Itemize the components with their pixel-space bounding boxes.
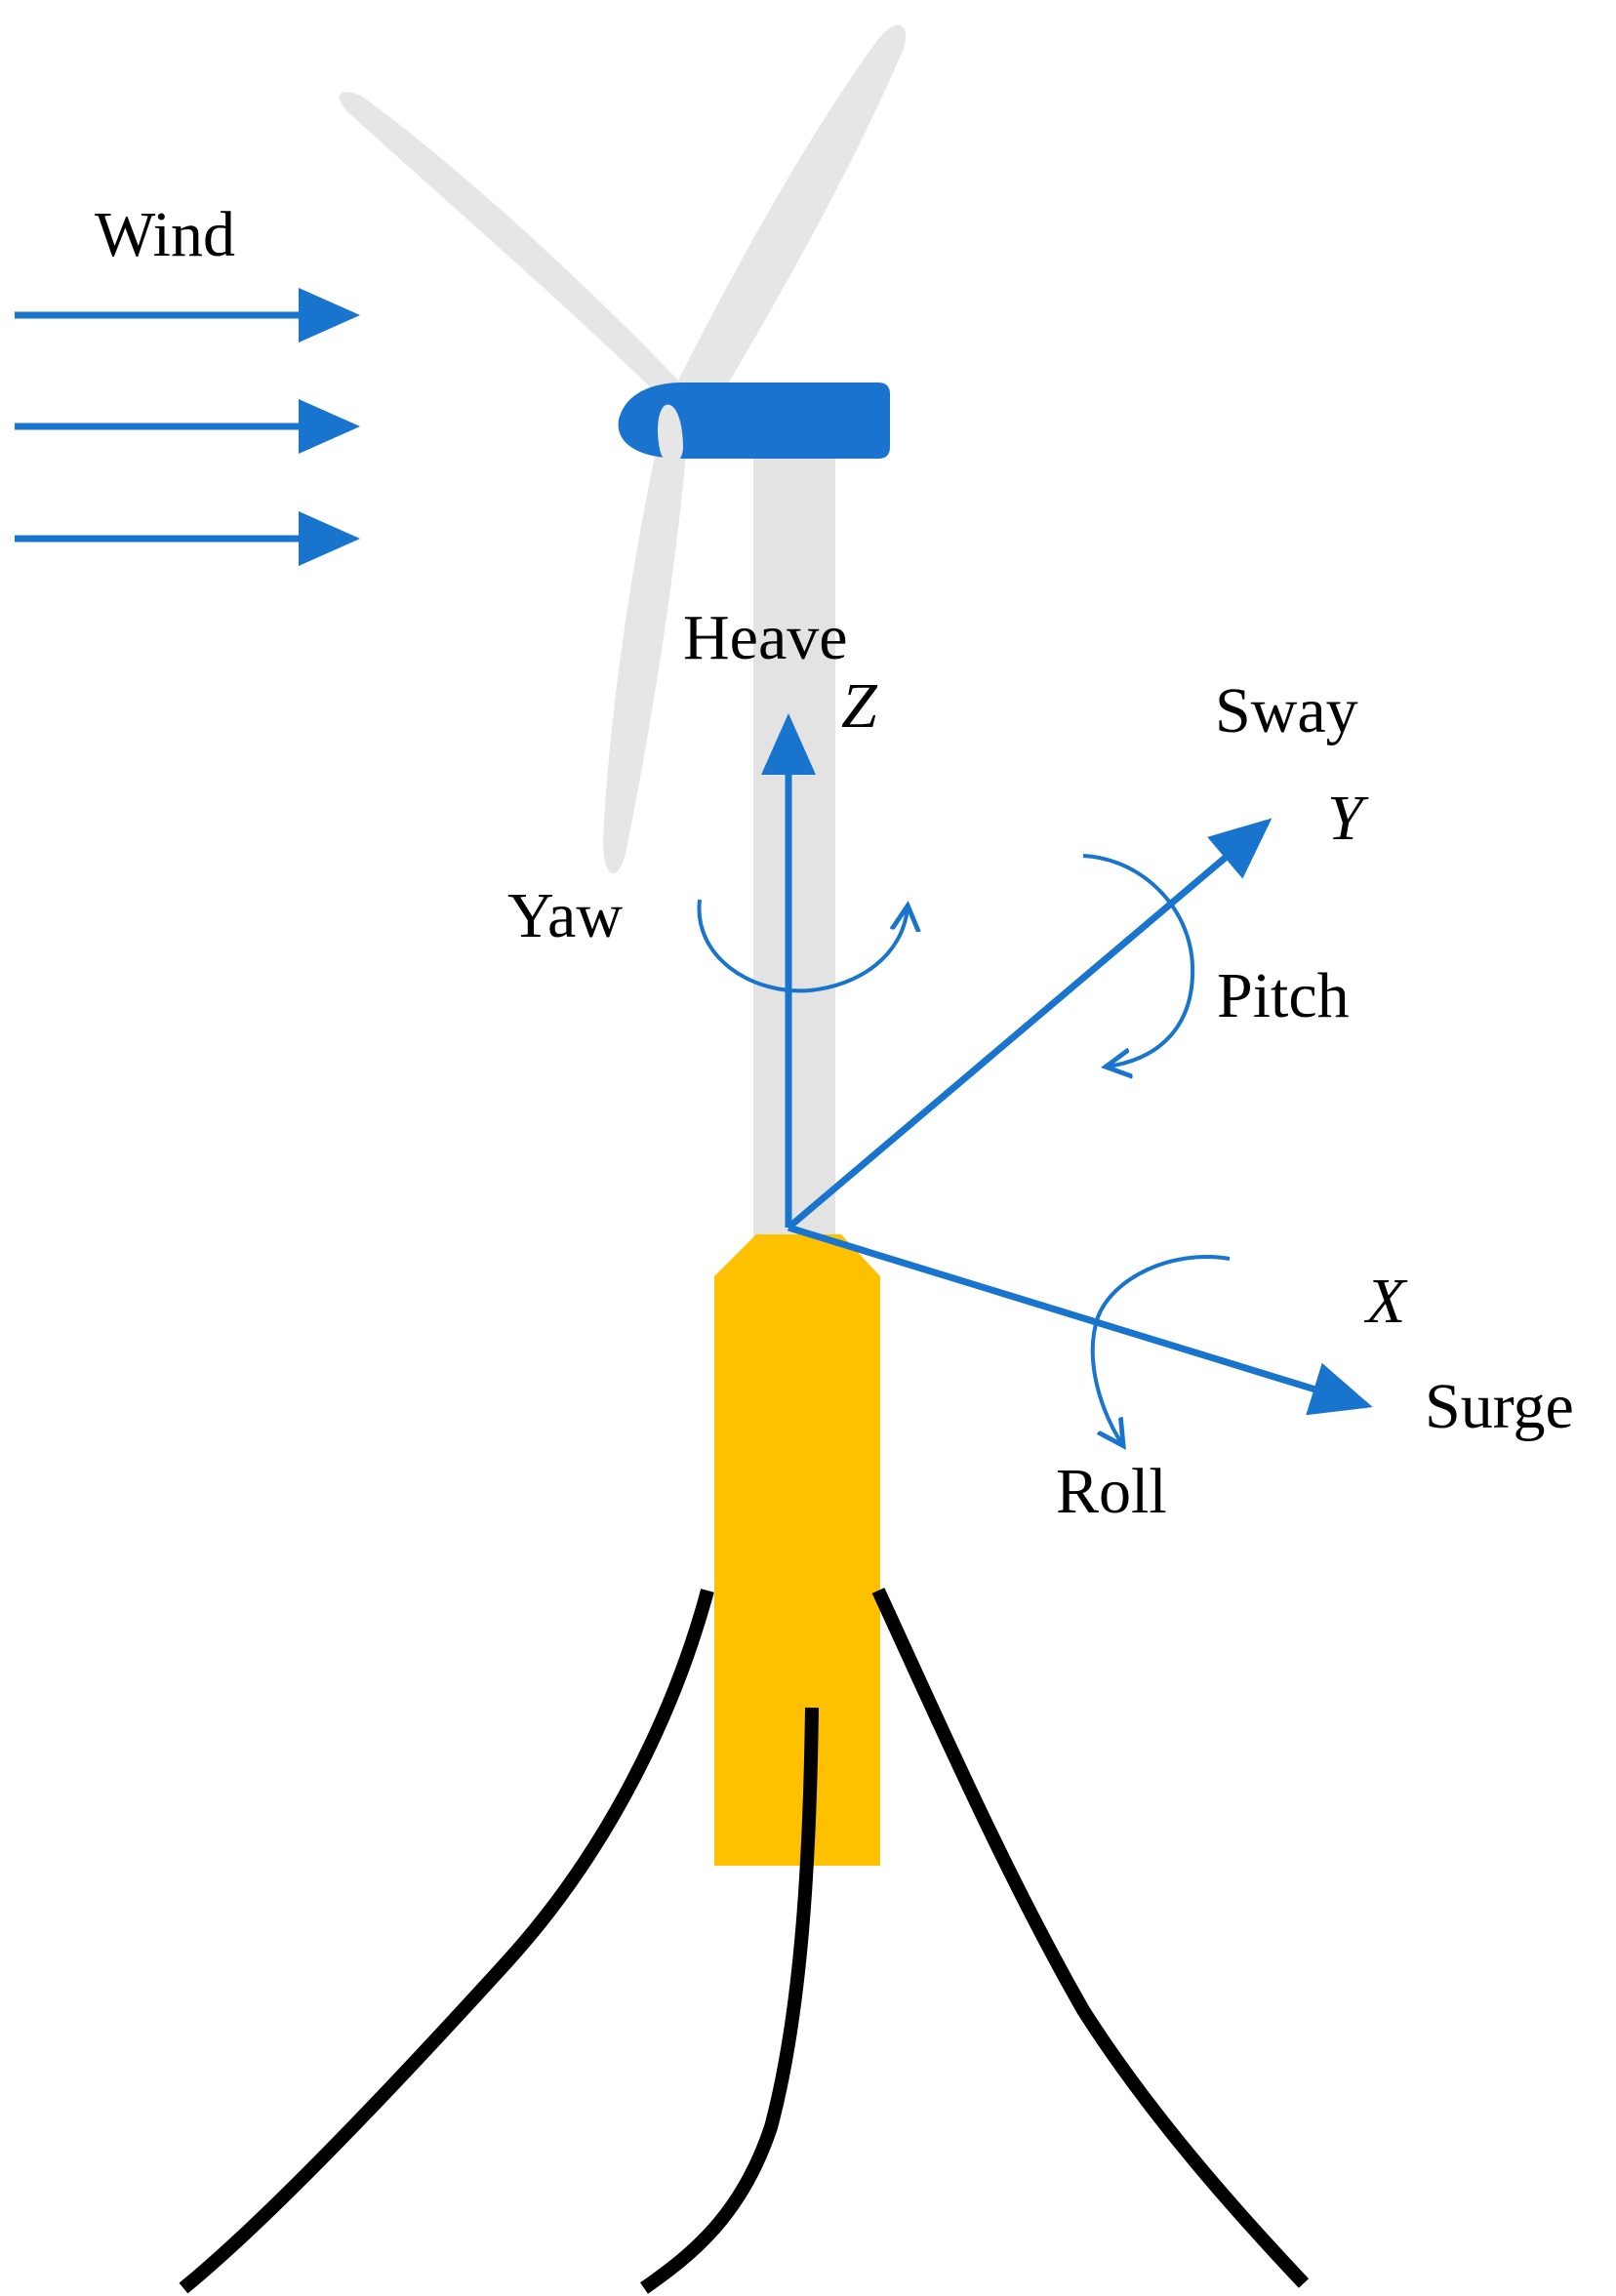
- tower: [753, 439, 835, 1239]
- pitch-rotation-arrow: [1082, 854, 1195, 1067]
- blade-upper-right: [673, 24, 907, 410]
- mooring-line-center: [639, 1707, 819, 2294]
- mooring-line-left: [179, 1589, 714, 2294]
- heave-label: Heave: [683, 602, 848, 673]
- mooring-line-right: [871, 1588, 1310, 2288]
- yaw-label: Yaw: [507, 880, 623, 951]
- pitch-label: Pitch: [1217, 960, 1350, 1031]
- y-axis-label: Y: [1327, 783, 1369, 854]
- y-axis: [786, 818, 1273, 1230]
- blade-upper-left: [339, 92, 683, 410]
- wind-arrows: [15, 288, 360, 566]
- surge-label: Surge: [1425, 1371, 1574, 1442]
- x-axis: [787, 1224, 1373, 1416]
- floating-platform: [714, 1234, 880, 1866]
- x-axis-label: X: [1363, 1266, 1408, 1337]
- sway-label: Sway: [1215, 675, 1358, 746]
- z-axis-label: Z: [841, 670, 878, 742]
- yaw-rotation-arrow: [697, 899, 908, 993]
- blade-root: [658, 404, 683, 463]
- blade-lower: [603, 415, 688, 874]
- rotation-arrows: [697, 854, 1231, 1444]
- rotor-blades: [339, 24, 907, 874]
- roll-label: Roll: [1056, 1456, 1167, 1527]
- wind-label: Wind: [95, 199, 235, 270]
- nacelle: [618, 383, 890, 459]
- mooring-lines: [179, 1588, 1310, 2294]
- roll-rotation-arrow: [1090, 1255, 1231, 1444]
- axes: [761, 713, 1373, 1416]
